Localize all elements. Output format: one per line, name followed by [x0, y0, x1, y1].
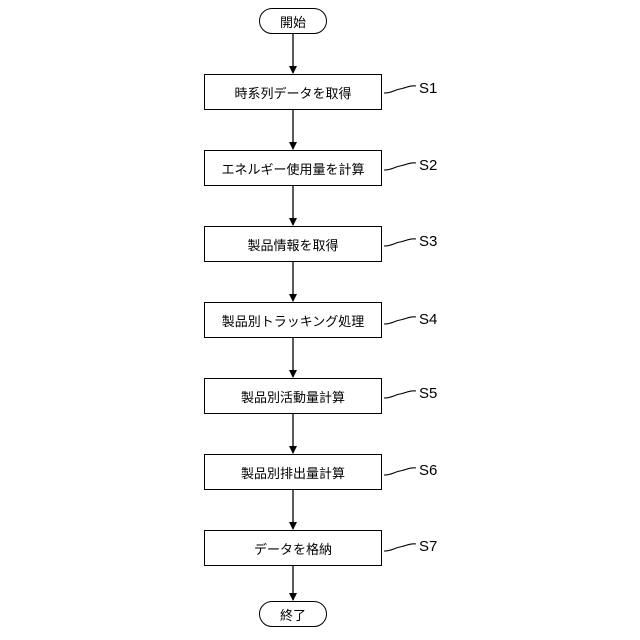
process-step-s5: 製品別活動量計算: [204, 378, 382, 414]
process-step-s1: 時系列データを取得: [204, 74, 382, 110]
leader-line-s7: [384, 544, 416, 551]
process-step-s3: 製品情報を取得: [204, 226, 382, 262]
leader-line-s3: [384, 239, 416, 246]
step-text-s5: 製品別活動量計算: [241, 387, 345, 406]
end-label: 終了: [280, 605, 306, 624]
step-id-s1: S1: [419, 80, 437, 98]
process-step-s7: データを格納: [204, 530, 382, 566]
leader-line-s4: [384, 317, 416, 324]
step-text-s1: 時系列データを取得: [234, 83, 351, 102]
end-terminal: 終了: [259, 601, 327, 627]
process-step-s4: 製品別トラッキング処理: [204, 302, 382, 338]
leader-line-s6: [384, 468, 416, 475]
step-text-s4: 製品別トラッキング処理: [222, 311, 365, 330]
step-id-s4: S4: [419, 311, 437, 329]
process-step-s2: エネルギー使用量を計算: [204, 150, 382, 186]
leader-line-s1: [384, 86, 416, 93]
step-text-s3: 製品情報を取得: [247, 235, 338, 254]
step-id-s2: S2: [419, 157, 437, 175]
leader-line-s2: [384, 163, 416, 170]
step-text-s6: 製品別排出量計算: [241, 463, 345, 482]
start-label: 開始: [280, 12, 306, 31]
step-text-s2: エネルギー使用量を計算: [221, 159, 364, 178]
step-id-s5: S5: [419, 385, 437, 403]
step-text-s7: データを格納: [254, 539, 332, 558]
step-id-s6: S6: [419, 462, 437, 480]
leader-line-s5: [384, 391, 416, 398]
step-id-s7: S7: [419, 538, 437, 556]
process-step-s6: 製品別排出量計算: [204, 454, 382, 490]
start-terminal: 開始: [259, 8, 327, 34]
step-id-s3: S3: [419, 233, 437, 251]
